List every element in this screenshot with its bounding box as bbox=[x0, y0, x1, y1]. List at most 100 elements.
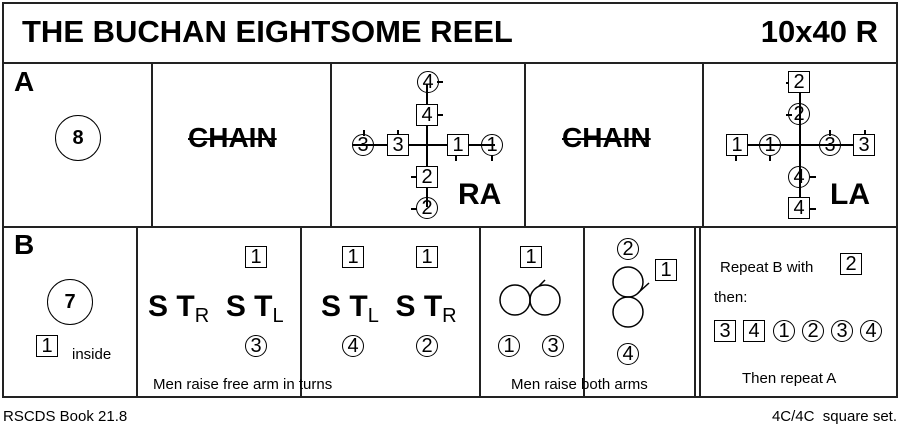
divider bbox=[330, 62, 332, 228]
turn-label: T bbox=[423, 290, 443, 323]
woman-2: 2 bbox=[416, 197, 438, 219]
turn-label: T bbox=[349, 290, 368, 323]
divider bbox=[136, 226, 138, 398]
then-label: then: bbox=[714, 289, 748, 306]
man-1: 1 bbox=[416, 246, 438, 268]
man-2: 2 bbox=[416, 166, 438, 188]
setting-turn-sequence: S TR S TL bbox=[148, 290, 284, 328]
woman-number: 3 bbox=[836, 319, 848, 342]
woman-number: 2 bbox=[622, 237, 634, 260]
turn-direction: R bbox=[194, 305, 210, 327]
woman-number: 1 bbox=[764, 133, 776, 156]
woman-1: 1 bbox=[759, 134, 781, 156]
man-number: 1 bbox=[421, 245, 433, 268]
man-number: 1 bbox=[347, 245, 359, 268]
man-number: 1 bbox=[525, 245, 537, 268]
section-b-box bbox=[2, 226, 898, 398]
man-2: 2 bbox=[788, 71, 810, 93]
woman-3: 3 bbox=[819, 134, 841, 156]
divider bbox=[151, 62, 153, 228]
woman-number: 1 bbox=[486, 133, 498, 156]
dance-format: 10x40 R bbox=[760, 14, 878, 49]
inside-note: inside bbox=[72, 346, 112, 363]
man-number: 1 bbox=[250, 245, 262, 268]
woman-3: 3 bbox=[542, 335, 564, 357]
man-number: 3 bbox=[392, 133, 404, 156]
section-a-label: A bbox=[14, 66, 35, 97]
woman-4: 4 bbox=[417, 71, 439, 93]
man-number: 1 bbox=[660, 258, 672, 281]
man-number: 4 bbox=[793, 196, 805, 219]
divider bbox=[699, 226, 701, 398]
woman-number: 3 bbox=[824, 133, 836, 156]
woman-3: 3 bbox=[352, 134, 374, 156]
man-1: 1 bbox=[447, 134, 469, 156]
man-number: 1 bbox=[452, 133, 464, 156]
woman-3: 3 bbox=[831, 320, 853, 342]
turn-label: T bbox=[254, 290, 273, 323]
man-1: 1 bbox=[36, 335, 58, 357]
turn-label: T bbox=[176, 290, 195, 323]
divider bbox=[583, 226, 585, 398]
man-number: 4 bbox=[421, 103, 433, 126]
man-1: 1 bbox=[726, 134, 748, 156]
final-instruction: Then repeat A bbox=[742, 370, 837, 387]
woman-number: 1 bbox=[503, 334, 515, 357]
woman-number: 4 bbox=[793, 165, 805, 188]
dance-title: THE BUCHAN EIGHTSOME REEL bbox=[22, 14, 513, 49]
setting-label: S bbox=[321, 290, 342, 323]
man-3: 3 bbox=[853, 134, 875, 156]
man-1: 1 bbox=[520, 246, 542, 268]
man-1: 1 bbox=[342, 246, 364, 268]
setting-label: S bbox=[148, 290, 169, 323]
man-number: 1 bbox=[41, 334, 53, 357]
man-number: 3 bbox=[719, 319, 731, 342]
man-3: 3 bbox=[714, 320, 736, 342]
caption-free-arm: Men raise free arm in turns bbox=[153, 376, 333, 393]
woman-number: 4 bbox=[622, 342, 634, 365]
woman-number: 3 bbox=[547, 334, 559, 357]
man-number: 4 bbox=[748, 319, 760, 342]
woman-3: 3 bbox=[245, 335, 267, 357]
bars-circle: 7 bbox=[47, 279, 93, 325]
divider bbox=[524, 62, 526, 228]
man-number: 3 bbox=[858, 133, 870, 156]
chain-label-2: CHAIN bbox=[562, 122, 651, 153]
man-4: 4 bbox=[416, 104, 438, 126]
setting-label: S bbox=[395, 290, 416, 323]
woman-number: 4 bbox=[865, 319, 877, 342]
man-1: 1 bbox=[655, 259, 677, 281]
caption-both-arms: Men raise both arms bbox=[511, 376, 648, 393]
woman-4: 4 bbox=[860, 320, 882, 342]
bars-value: 7 bbox=[64, 290, 76, 313]
woman-number: 2 bbox=[807, 319, 819, 342]
bars-value: 8 bbox=[72, 126, 84, 149]
woman-number: 2 bbox=[421, 334, 433, 357]
divider bbox=[694, 226, 696, 398]
woman-number: 1 bbox=[778, 319, 790, 342]
man-number: 2 bbox=[421, 165, 433, 188]
woman-2: 2 bbox=[416, 335, 438, 357]
reel-of-three-vertical-diagram bbox=[612, 266, 650, 328]
set-formation: 4C/4C square set. bbox=[771, 408, 897, 425]
ra-label: RA bbox=[458, 178, 502, 211]
setting-label: S bbox=[225, 290, 246, 323]
woman-2: 2 bbox=[788, 103, 810, 125]
repeat-instruction: Repeat B with bbox=[720, 259, 814, 276]
woman-1: 1 bbox=[481, 134, 503, 156]
woman-1: 1 bbox=[498, 335, 520, 357]
reel-of-three-diagram bbox=[499, 279, 561, 316]
woman-number: 3 bbox=[250, 334, 262, 357]
chain-label-1: CHAIN bbox=[188, 122, 277, 153]
man-number: 1 bbox=[731, 133, 743, 156]
bars-circle: 8 bbox=[55, 115, 101, 161]
woman-4: 4 bbox=[617, 343, 639, 365]
woman-number: 4 bbox=[347, 334, 359, 357]
divider bbox=[300, 226, 302, 398]
man-4: 4 bbox=[788, 197, 810, 219]
woman-1: 1 bbox=[773, 320, 795, 342]
man-4: 4 bbox=[743, 320, 765, 342]
source-reference: RSCDS Book 21.8 bbox=[3, 408, 128, 425]
turn-direction: L bbox=[272, 305, 284, 327]
woman-number: 4 bbox=[422, 70, 434, 93]
